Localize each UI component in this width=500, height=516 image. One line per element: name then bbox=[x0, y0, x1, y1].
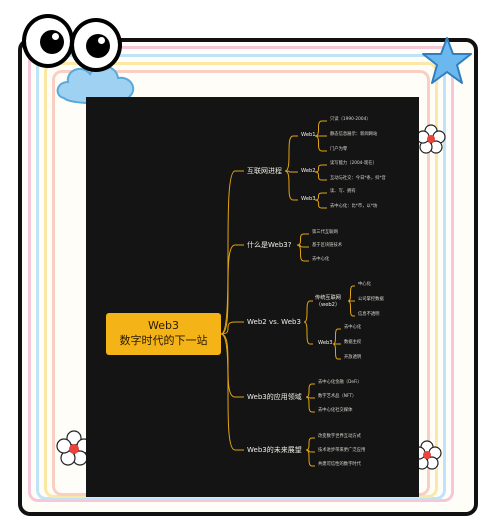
connector-line bbox=[284, 170, 298, 201]
connector-line bbox=[303, 321, 313, 345]
flower-icon bbox=[56, 430, 92, 466]
connector-line bbox=[332, 328, 341, 345]
flower-icon bbox=[416, 124, 446, 154]
flower-icon bbox=[412, 440, 442, 470]
leaf: 共建可信性的数字时代 bbox=[318, 462, 361, 467]
connector-line bbox=[296, 244, 309, 262]
leaf: 基于区块链技术 bbox=[312, 243, 343, 248]
connector-line bbox=[220, 244, 244, 335]
leaf: 中心化 bbox=[358, 282, 371, 287]
leaf: 去中心化：比*币，以*坊 bbox=[330, 204, 378, 209]
connector-line bbox=[296, 233, 309, 246]
connector-line bbox=[305, 449, 315, 467]
leaf: 改变数字世界互动方式 bbox=[318, 434, 361, 439]
eyes-icon bbox=[70, 18, 122, 72]
connector-line bbox=[303, 300, 313, 323]
mindmap-canvas: Web3 数字时代的下一站 互联网进程 什么是Web3? Web2 vs. We… bbox=[86, 97, 419, 497]
connector-line bbox=[220, 170, 244, 335]
leaf: 公司掌控数据 bbox=[358, 297, 384, 302]
leaf: 互动与社交：今日*条，抖*音 bbox=[330, 176, 386, 181]
leaf: 去中心化社交媒体 bbox=[318, 408, 353, 413]
leaf: 数据主权 bbox=[344, 340, 362, 345]
leaf: 数字艺术品（NFT） bbox=[318, 394, 357, 399]
branch-future[interactable]: Web3的未来展望 bbox=[247, 446, 302, 454]
connector-line bbox=[314, 135, 327, 152]
connector-line bbox=[314, 171, 327, 181]
sub-web2[interactable]: Web2 bbox=[301, 168, 316, 174]
leaf: 第三代互联网 bbox=[312, 230, 338, 235]
branch-applications[interactable]: Web3的应用领域 bbox=[247, 393, 302, 401]
leaf: 读写能力（2004-现在） bbox=[330, 161, 377, 166]
leaf: 只读（1990-2004） bbox=[330, 117, 371, 122]
sub-web3-compare[interactable]: Web3 bbox=[318, 340, 333, 346]
connector-line bbox=[314, 199, 327, 209]
leaf: 技术进步带来更广泛应用 bbox=[318, 448, 366, 453]
connector-line bbox=[314, 120, 327, 137]
sub-web3[interactable]: Web3 bbox=[301, 196, 316, 202]
connector-line bbox=[314, 164, 327, 173]
branch-what-is-web3[interactable]: 什么是Web3? bbox=[247, 241, 292, 249]
connector-line bbox=[314, 192, 327, 201]
root-subtitle: 数字时代的下一站 bbox=[119, 334, 208, 347]
sub-web1[interactable]: Web1 bbox=[301, 132, 316, 138]
leaf: 读、写、拥有 bbox=[330, 189, 356, 194]
connector-line bbox=[305, 437, 315, 451]
connector-line bbox=[305, 383, 315, 398]
branch-web2-vs-web3[interactable]: Web2 vs. Web3 bbox=[247, 318, 301, 326]
connector-line bbox=[347, 285, 355, 302]
root-title: Web3 bbox=[148, 319, 179, 333]
connector-line bbox=[220, 333, 244, 398]
connector-line bbox=[220, 321, 244, 335]
connector-line bbox=[284, 135, 298, 172]
leaf: 去中心化 bbox=[312, 257, 330, 262]
connector-line bbox=[347, 300, 355, 317]
leaf: 去中心化 bbox=[344, 325, 362, 330]
leaf: 静态信息展示：新闻网站 bbox=[330, 132, 378, 137]
connector-lines bbox=[220, 120, 355, 467]
leaf: 门户为零 bbox=[330, 147, 348, 152]
connector-line bbox=[332, 343, 341, 360]
connector-line bbox=[220, 333, 244, 451]
leaf: 去中心化金融（DeFi） bbox=[318, 380, 362, 385]
sub-traditional-internet[interactable]: 传统互联网 （web2） bbox=[315, 295, 341, 308]
star-icon bbox=[422, 37, 472, 84]
connector-line bbox=[305, 396, 315, 413]
root-node[interactable]: Web3 数字时代的下一站 bbox=[106, 313, 221, 355]
branch-internet-history[interactable]: 互联网进程 bbox=[247, 167, 282, 175]
connector-line bbox=[284, 170, 298, 173]
eyes-icon bbox=[22, 14, 74, 68]
leaf: 开放透明 bbox=[344, 355, 362, 360]
leaf: 信息不透明 bbox=[358, 312, 380, 317]
